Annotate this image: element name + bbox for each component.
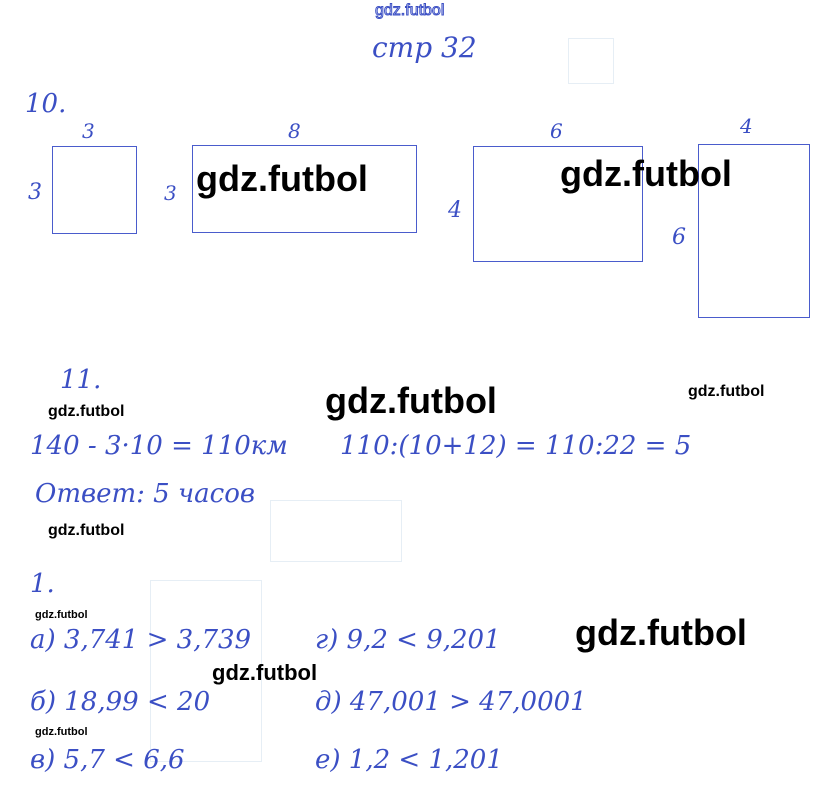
task11-line2: 110:(10+12) = 110:22 = 5 (340, 431, 692, 461)
task11-line1: 140 - 3·10 = 110км (30, 431, 288, 461)
task10-number: 10. (25, 89, 67, 119)
faint-grid (150, 580, 262, 762)
watermark: gdz.futbol (48, 522, 125, 539)
rectangle-3 (473, 146, 643, 262)
comparison-item: в) 5,7 < 6,6 (30, 745, 185, 775)
rectangle-1 (52, 146, 137, 234)
comparison-item: б) 18,99 < 20 (30, 687, 211, 717)
comparison-item: а) 3,741 > 3,739 (30, 625, 252, 655)
watermark: gdz.futbol (575, 612, 747, 653)
watermark: gdz.futbol (212, 660, 318, 685)
rect2-side-label: 3 (164, 181, 177, 205)
rect1-side-label: 3 (28, 180, 42, 205)
faint-grid (568, 38, 614, 84)
task11-answer: Ответ: 5 часов (35, 479, 255, 509)
watermark: gdz.futbol (196, 158, 368, 199)
watermark: gdz.futbol (325, 380, 497, 421)
watermark: gdz.futbol (688, 383, 765, 400)
rectangle-4 (698, 144, 810, 318)
rectangle-2 (192, 145, 417, 233)
comparison-item: д) 47,001 > 47,0001 (315, 687, 587, 717)
watermark: gdz.futbol (560, 153, 732, 194)
faint-grid (270, 500, 402, 562)
comparison-item: е) 1,2 < 1,201 (315, 745, 503, 775)
watermark: gdz.futbol (35, 726, 88, 738)
task1-number: 1. (30, 569, 55, 599)
watermark-top: gdz.futbol (374, 1, 445, 19)
page-label: стр 32 (372, 31, 477, 64)
watermark: gdz.futbol (48, 403, 125, 420)
rect3-top-label: 6 (550, 119, 563, 143)
rect2-top-label: 8 (288, 119, 301, 143)
task11-number: 11. (60, 365, 102, 395)
rect1-top-label: 3 (82, 119, 95, 143)
watermark: gdz.futbol (35, 609, 88, 621)
comparison-item: г) 9,2 < 9,201 (315, 625, 501, 655)
rect4-side-label: 6 (672, 225, 686, 250)
rect3-side-label: 4 (448, 198, 462, 223)
rect4-top-label: 4 (740, 114, 753, 138)
